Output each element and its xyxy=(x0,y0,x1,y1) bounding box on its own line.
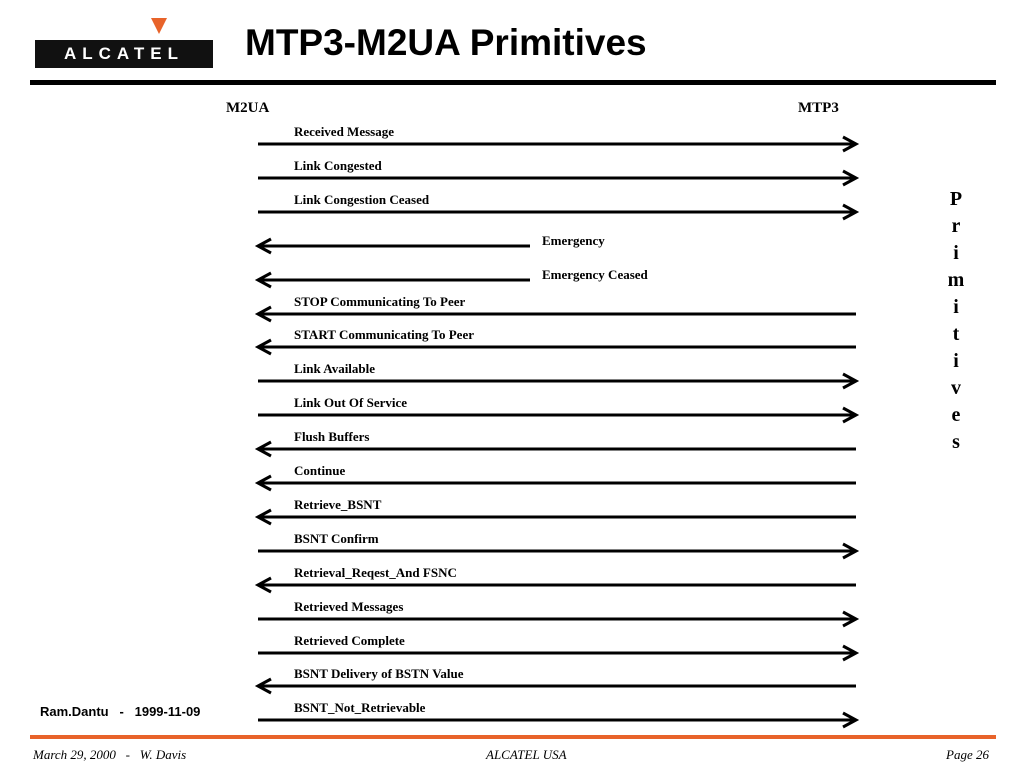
primitive-label: BSNT Confirm xyxy=(294,531,379,546)
arrow-right-icon xyxy=(842,135,860,153)
alcatel-logo: ALCATEL xyxy=(35,18,213,70)
primitive-arrow: Retrieval_Reqest_And FSNC xyxy=(254,565,856,594)
arrow-right-icon xyxy=(842,610,860,628)
primitive-arrow: Emergency xyxy=(254,233,605,255)
primitive-arrow: BSNT Confirm xyxy=(258,531,860,560)
primitive-label: Retrieve_BSNT xyxy=(294,497,382,512)
primitive-arrow: Link Congestion Ceased xyxy=(258,192,860,221)
primitive-arrow: Received Message xyxy=(258,124,860,153)
primitive-label: START Communicating To Peer xyxy=(294,327,474,342)
primitive-label: Emergency xyxy=(542,233,605,248)
arrow-right-icon xyxy=(842,542,860,560)
primitive-arrow: Retrieved Complete xyxy=(258,633,860,662)
side-label-letter: i xyxy=(953,350,959,372)
arrow-right-icon xyxy=(842,372,860,390)
side-label-letter: s xyxy=(952,431,960,453)
primitive-arrow: Flush Buffers xyxy=(254,429,856,458)
primitive-arrow: BSNT Delivery of BSTN Value xyxy=(254,666,856,695)
arrow-left-icon xyxy=(254,338,272,356)
side-label-letter: P xyxy=(949,188,963,210)
primitive-arrow: Emergency Ceased xyxy=(254,267,649,289)
primitive-label: BSNT_Not_Retrievable xyxy=(294,700,426,715)
logo-triangle-icon xyxy=(151,18,167,34)
arrow-right-icon xyxy=(842,406,860,424)
arrow-left-icon xyxy=(254,237,272,255)
primitive-arrow: Continue xyxy=(254,463,856,492)
arrow-left-icon xyxy=(254,305,272,323)
primitive-label: Retrieved Messages xyxy=(294,599,403,614)
primitive-label: Link Out Of Service xyxy=(294,395,407,410)
logo-wordmark: ALCATEL xyxy=(35,40,213,68)
column-label-mtp3: MTP3 xyxy=(798,100,839,116)
side-label-letter: i xyxy=(953,242,959,264)
primitive-label: BSNT Delivery of BSTN Value xyxy=(294,666,464,681)
side-label-letter: m xyxy=(947,269,965,291)
column-label-m2ua: M2UA xyxy=(226,100,270,116)
side-label-letter: v xyxy=(951,377,961,399)
footer-rule xyxy=(30,735,996,739)
primitive-arrow: Retrieve_BSNT xyxy=(254,497,856,526)
arrow-left-icon xyxy=(254,576,272,594)
footer-company: ALCATEL USA xyxy=(486,747,567,762)
primitive-label: Retrieval_Reqest_And FSNC xyxy=(294,565,457,580)
footer-date-author: March 29, 2000 - W. Davis xyxy=(33,747,187,762)
primitive-label: Received Message xyxy=(294,124,394,139)
arrow-left-icon xyxy=(254,508,272,526)
primitive-arrow: Retrieved Messages xyxy=(258,599,860,628)
footer-page-number: Page 26 xyxy=(946,747,989,762)
arrow-left-icon xyxy=(254,474,272,492)
primitive-label: Link Congestion Ceased xyxy=(294,192,430,207)
primitive-label: Flush Buffers xyxy=(294,429,369,444)
arrow-left-icon xyxy=(254,440,272,458)
primitive-arrow: START Communicating To Peer xyxy=(254,327,856,356)
side-label-letter: r xyxy=(951,215,961,237)
side-label-letter: i xyxy=(953,296,959,318)
primitive-label: Emergency Ceased xyxy=(542,267,649,282)
primitive-label: STOP Communicating To Peer xyxy=(294,294,466,309)
primitive-label: Continue xyxy=(294,463,346,478)
arrow-right-icon xyxy=(842,203,860,221)
arrow-left-icon xyxy=(254,677,272,695)
side-label-letter: e xyxy=(951,404,961,426)
author-date: Ram.Dantu - 1999-11-09 xyxy=(40,704,201,719)
header-rule xyxy=(30,80,996,85)
arrow-right-icon xyxy=(842,644,860,662)
primitive-arrow: Link Congested xyxy=(258,158,860,187)
primitive-arrow: Link Available xyxy=(258,361,860,390)
primitive-label: Link Available xyxy=(294,361,375,376)
slide-title: MTP3-M2UA Primitives xyxy=(245,22,647,63)
arrow-right-icon xyxy=(842,711,860,729)
primitive-arrow: BSNT_Not_Retrievable xyxy=(258,700,860,729)
primitive-label: Retrieved Complete xyxy=(294,633,405,648)
side-label-letter: t xyxy=(952,323,960,345)
arrow-right-icon xyxy=(842,169,860,187)
primitive-label: Link Congested xyxy=(294,158,383,173)
primitive-arrow: Link Out Of Service xyxy=(258,395,860,424)
primitive-arrow: STOP Communicating To Peer xyxy=(254,294,856,323)
arrow-left-icon xyxy=(254,271,272,289)
